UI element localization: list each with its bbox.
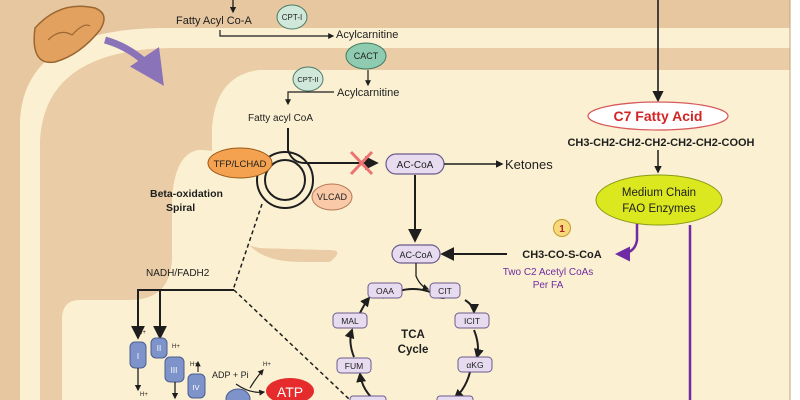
atp-node (266, 378, 314, 400)
beta-oxidation-label-2: Spiral (166, 202, 195, 214)
tca-arc-right (464, 299, 479, 314)
two-c2-label-2: Per FA (533, 280, 564, 291)
cact-node (345, 42, 387, 70)
cpt2-label: CPT-II (297, 75, 318, 84)
atp-label: ATP (277, 384, 303, 400)
vlcad-label: VLCAD (317, 192, 348, 202)
step-number-badge (553, 219, 571, 237)
tca-bottom-node-left (349, 395, 387, 400)
mcfao-label-2: FAO Enzymes (622, 203, 696, 215)
cpt2-node (292, 66, 324, 92)
inhibition-cross-icon (349, 150, 374, 176)
vlcad-node (311, 183, 353, 211)
label-acylcarnitine-1: Acylcarnitine (336, 29, 398, 41)
arrow-adp-to-atp (235, 383, 266, 396)
arrow-mcfao-to-acetyl (615, 224, 639, 262)
fum-node (336, 357, 372, 374)
atp-synthase (225, 388, 251, 400)
mal-node (332, 312, 368, 329)
proton-label-5: H+ (263, 362, 271, 368)
complex-4-label: IV (192, 383, 199, 392)
tca-arc-right-lower (473, 329, 484, 359)
arrow-to-fatty-acyl-matrix (285, 91, 334, 106)
mitochondrion-icon (33, 5, 105, 64)
oaa-label: OAA (376, 286, 394, 296)
proton-label-3: H+ (190, 362, 198, 368)
tfp-lchad-node (207, 147, 273, 179)
cpt1-node (276, 4, 308, 30)
arrow-into-spiral (287, 128, 379, 170)
complex-2-label: II (157, 344, 161, 353)
arrow-accoa-to-cit (415, 263, 430, 291)
tca-label-2: Cycle (398, 344, 429, 356)
akg-label: αKG (466, 360, 483, 370)
inner-membrane-band (40, 48, 790, 400)
proton-label-1: H+ (138, 330, 146, 336)
icit-label: ICIT (464, 316, 480, 326)
proton-label-4: H+ (140, 392, 148, 398)
label-fatty-acyl-coa-matrix: Fatty acyl CoA (248, 113, 313, 124)
ketones-label: Ketones (505, 157, 553, 172)
step-number-label: 1 (559, 224, 565, 235)
label-acylcarnitine-2: Acylcarnitine (337, 87, 399, 99)
mal-label: MAL (341, 316, 359, 326)
mcfao-label-1: Medium Chain (622, 187, 696, 199)
tca-arc-left-upper (359, 296, 371, 314)
arrow-to-acylcarnitine (219, 30, 335, 39)
dashed-spiral-to-nadh (232, 203, 263, 291)
cit-label: CIT (438, 286, 452, 296)
dashed-nadh-to-tca (233, 289, 351, 400)
nadh-fadh-label: NADH/FADH2 (146, 268, 210, 279)
two-c2-label-1: Two C2 Acetyl CoAs (503, 267, 594, 278)
c7-formula: CH3-CH2-CH2-CH2-CH2-CH2-COOH (567, 137, 754, 149)
beta-oxidation-label-1: Beta-oxidation (150, 188, 223, 200)
akg-node (457, 356, 493, 373)
cit-node (429, 282, 461, 299)
c7-fatty-acid-label: C7 Fatty Acid (614, 108, 703, 124)
fum-label: FUM (345, 361, 363, 371)
label-fatty-acyl-coa-top: Fatty Acyl Co-A (176, 15, 252, 27)
mcfao-enzymes-node (595, 174, 723, 226)
icit-node (454, 312, 490, 329)
tca-arc-left (344, 328, 355, 358)
complex-1-label: I (137, 352, 139, 361)
arrow-nadh-to-complexes (131, 289, 234, 340)
proton-label-2: H+ (172, 344, 180, 350)
tca-label-1: TCA (401, 329, 425, 341)
oaa-node (367, 282, 403, 299)
tfp-lchad-label: TFP/LCHAD (214, 159, 267, 170)
zoom-arrow-icon (103, 36, 164, 86)
ac-coa-label-1: AC-CoA (397, 160, 434, 171)
acetyl-formula: CH3-CO-S-CoA (522, 249, 601, 261)
c7-fatty-acid-node (587, 101, 729, 131)
complex-3-label: III (171, 366, 178, 375)
complex-4 (187, 373, 206, 399)
adp-pi-label: ADP + Pi (212, 370, 249, 380)
complex-2 (150, 337, 168, 359)
proton-arrow-4 (249, 369, 264, 389)
ac-coa-label-2: AC-CoA (399, 250, 432, 260)
beta-oxidation-spiral (256, 151, 315, 209)
cact-label: CACT (354, 51, 379, 61)
tca-bottom-node-right (436, 395, 474, 400)
cpt1-label: CPT-I (282, 13, 302, 22)
